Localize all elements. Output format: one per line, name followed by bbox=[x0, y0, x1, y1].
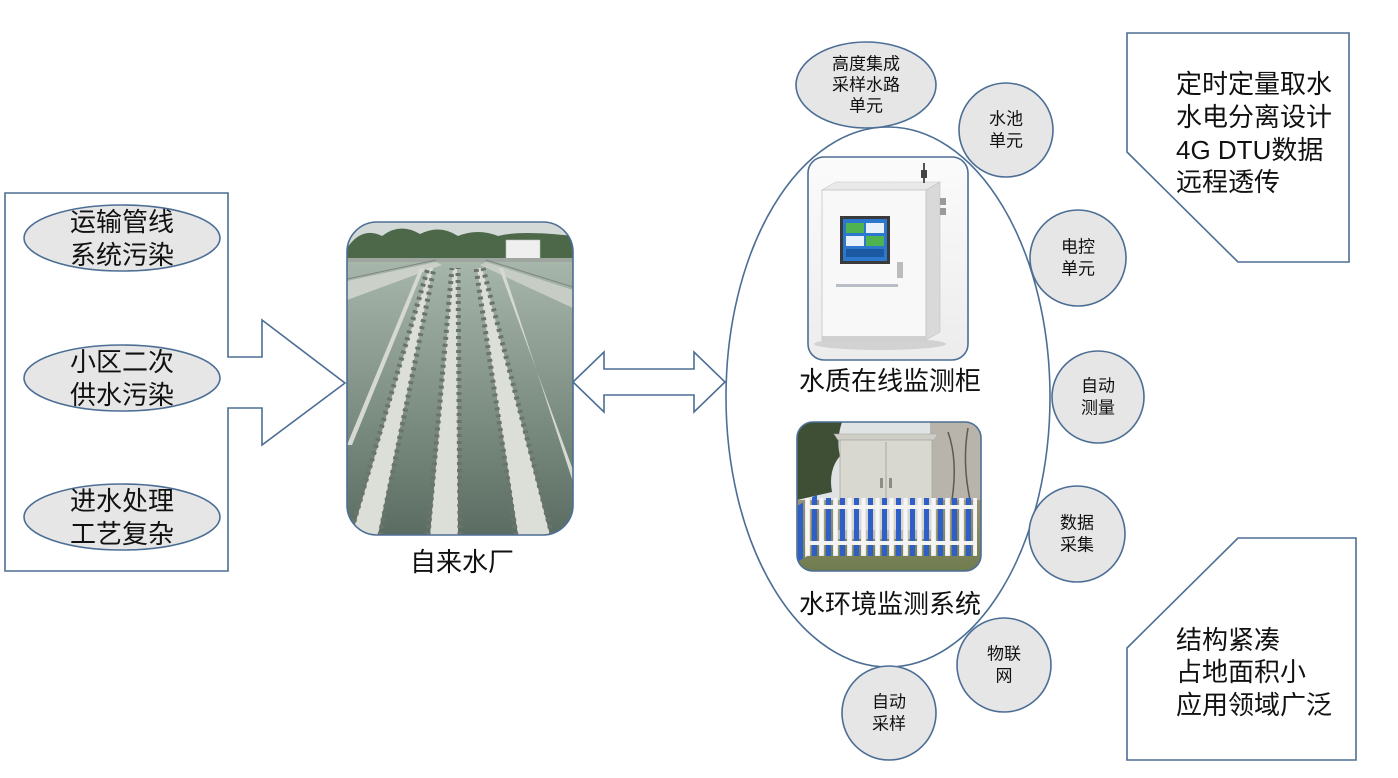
feature-line: 物联 bbox=[987, 645, 1021, 664]
fence-rail bbox=[805, 505, 977, 509]
right-railing bbox=[485, 259, 573, 288]
left-railing bbox=[347, 259, 437, 280]
feature-bubble: 自动 测量 bbox=[1051, 350, 1145, 444]
feature-line: 自动 bbox=[1081, 377, 1115, 396]
callout-top-line: 4G DTU数据 bbox=[1176, 135, 1323, 165]
trough bbox=[430, 268, 458, 535]
feature-line: 电控 bbox=[1061, 238, 1095, 257]
door-handle bbox=[880, 478, 883, 488]
site-photo-frame bbox=[796, 421, 982, 572]
feature-line: 采样 bbox=[872, 715, 906, 734]
feature-line: 网 bbox=[996, 667, 1013, 686]
feature-bubble: 自动 采样 bbox=[841, 665, 937, 761]
callout-top-line: 远程透传 bbox=[1176, 167, 1280, 197]
feature-line: 单元 bbox=[989, 132, 1023, 151]
issue-bubble: 运输管线 系统污染 bbox=[23, 204, 221, 272]
callout-top-line: 定时定量取水 bbox=[1176, 69, 1332, 99]
screen-tile bbox=[846, 236, 864, 246]
cabinet-top bbox=[820, 181, 942, 191]
fence-rail bbox=[805, 541, 977, 545]
water-plant-label: 自来水厂 bbox=[410, 547, 514, 577]
cabinet-label: 水质在线监测柜 bbox=[799, 366, 981, 396]
feature-line: 单元 bbox=[1061, 260, 1095, 279]
issue-line: 小区二次 bbox=[70, 347, 174, 377]
cable-gland bbox=[940, 198, 946, 205]
feature-bubble: 物联 网 bbox=[956, 617, 1052, 713]
trough-teeth bbox=[425, 267, 455, 535]
issue-bubble: 进水处理 工艺复杂 bbox=[23, 483, 221, 551]
water-plant-photo-frame bbox=[346, 221, 574, 536]
feature-line: 测量 bbox=[1081, 399, 1115, 418]
callout-bottom-line: 应用领域广泛 bbox=[1176, 690, 1332, 720]
cabinet-base bbox=[822, 336, 926, 342]
bridge bbox=[347, 258, 573, 262]
trough bbox=[352, 268, 433, 535]
left-walkway bbox=[347, 262, 442, 300]
water-plant-photo bbox=[347, 222, 573, 535]
feature-bubble: 电控 单元 bbox=[1029, 209, 1127, 307]
cabinet-photo-frame bbox=[807, 156, 969, 361]
screen-tile bbox=[846, 223, 864, 233]
issue-ellipse bbox=[23, 204, 221, 272]
issue-line: 进水处理 bbox=[70, 486, 174, 516]
feature-line: 单元 bbox=[849, 97, 883, 116]
feature-circle bbox=[1051, 350, 1145, 444]
callout-bottom-line: 结构紧凑 bbox=[1176, 625, 1280, 655]
issue-line: 运输管线 bbox=[70, 207, 174, 237]
feature-bubble: 数据 采集 bbox=[1028, 485, 1126, 583]
feature-circle bbox=[1028, 485, 1126, 583]
trough-teeth bbox=[473, 267, 519, 535]
feature-line: 数据 bbox=[1060, 514, 1094, 533]
monitoring-cabinet-photo bbox=[808, 157, 968, 360]
feature-circle bbox=[841, 665, 937, 761]
feature-ellipse bbox=[795, 41, 937, 129]
feature-line: 采集 bbox=[1060, 536, 1094, 555]
screen-tile bbox=[866, 223, 884, 233]
wall-branches bbox=[947, 427, 971, 501]
feature-circle bbox=[1029, 209, 1127, 307]
issue-bubble: 小区二次 供水污染 bbox=[23, 344, 221, 412]
feature-line: 自动 bbox=[872, 693, 906, 712]
antenna-base bbox=[921, 170, 927, 178]
monitoring-site-photo bbox=[797, 422, 981, 571]
feature-bubble: 高度集成 采样水路 单元 bbox=[795, 41, 937, 129]
cabinet-nameplate bbox=[836, 284, 898, 287]
trough-teeth bbox=[455, 267, 463, 535]
callout-bottom-line: 占地面积小 bbox=[1176, 657, 1306, 687]
trough bbox=[347, 268, 424, 445]
feature-line: 采样水路 bbox=[832, 76, 900, 95]
issue-line: 系统污染 bbox=[70, 240, 174, 270]
callout-bottom bbox=[1126, 537, 1357, 761]
cabinet-handle bbox=[897, 262, 903, 278]
trough-teeth bbox=[347, 267, 431, 535]
door-handle bbox=[889, 478, 892, 488]
issue-line: 供水污染 bbox=[70, 380, 174, 410]
screen-tile bbox=[866, 236, 884, 246]
launder-troughs bbox=[347, 267, 573, 535]
double-arrow bbox=[571, 350, 727, 414]
issue-ellipse bbox=[23, 483, 221, 551]
callout-top-line: 水电分离设计 bbox=[1176, 102, 1332, 132]
site-label: 水环境监测系统 bbox=[799, 589, 981, 619]
callout-top bbox=[1126, 32, 1350, 263]
trees bbox=[797, 422, 842, 500]
feature-circle bbox=[956, 617, 1052, 713]
cabinet-roof bbox=[833, 433, 939, 441]
issue-line: 工艺复杂 bbox=[70, 519, 174, 549]
cabinet-front bbox=[821, 189, 927, 341]
cable-gland bbox=[940, 208, 946, 215]
feature-line: 水池 bbox=[989, 110, 1023, 129]
wall bbox=[930, 422, 981, 506]
screen-tile bbox=[846, 249, 884, 257]
feature-circle bbox=[958, 82, 1054, 178]
trough bbox=[477, 268, 550, 535]
issue-ellipse bbox=[23, 344, 221, 412]
feature-bubble: 水池 单元 bbox=[958, 82, 1054, 178]
feature-line: 高度集成 bbox=[832, 55, 900, 74]
cabinet-side bbox=[925, 181, 941, 341]
